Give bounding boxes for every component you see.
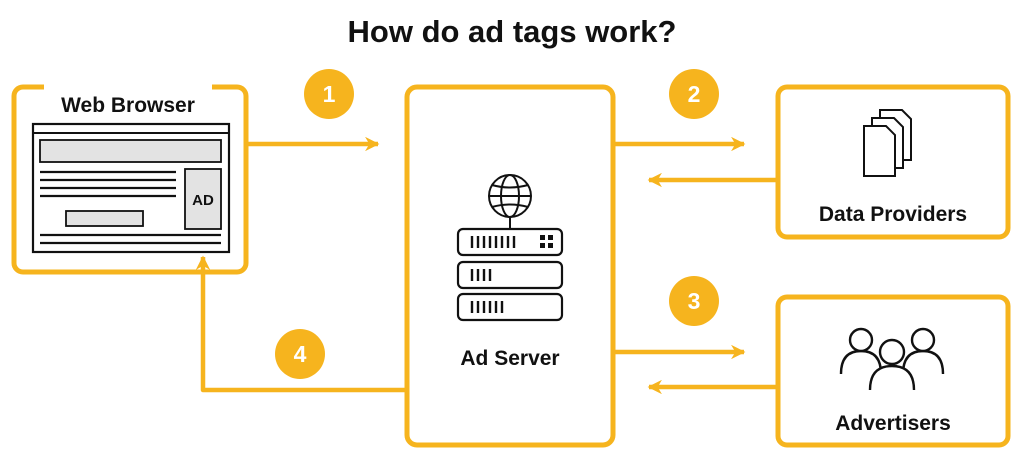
- ad-server-label: Ad Server: [460, 347, 559, 370]
- advertisers-node: Advertisers: [775, 294, 1011, 448]
- ad-server-node: Ad Server: [404, 84, 616, 448]
- svg-text:4: 4: [294, 341, 307, 367]
- advertisers-label: Advertisers: [835, 412, 951, 435]
- step-badge-2: 2: [669, 69, 719, 119]
- step-badge-1: 1: [304, 69, 354, 119]
- svg-text:3: 3: [688, 288, 701, 314]
- svg-text:2: 2: [688, 81, 701, 107]
- globe-icon: [488, 174, 532, 229]
- ad-slot-label: AD: [192, 192, 214, 209]
- svg-text:1: 1: [323, 81, 336, 107]
- step-badge-3: 3: [669, 276, 719, 326]
- step-badge-4: 4: [275, 329, 325, 379]
- arrow-ad-server-to-browser: [195, 255, 407, 393]
- web-browser-label: Web Browser: [61, 94, 195, 117]
- data-providers-node: Data Providers: [775, 84, 1011, 240]
- data-providers-label: Data Providers: [819, 203, 967, 226]
- diagram-title: How do ad tags work?: [348, 14, 677, 49]
- browser-window-icon: AD: [31, 122, 231, 254]
- documents-icon: [863, 109, 912, 177]
- web-browser-node: Web Browser AD: [11, 80, 249, 275]
- people-group-icon: [839, 327, 945, 391]
- server-rack-icon: [456, 227, 564, 322]
